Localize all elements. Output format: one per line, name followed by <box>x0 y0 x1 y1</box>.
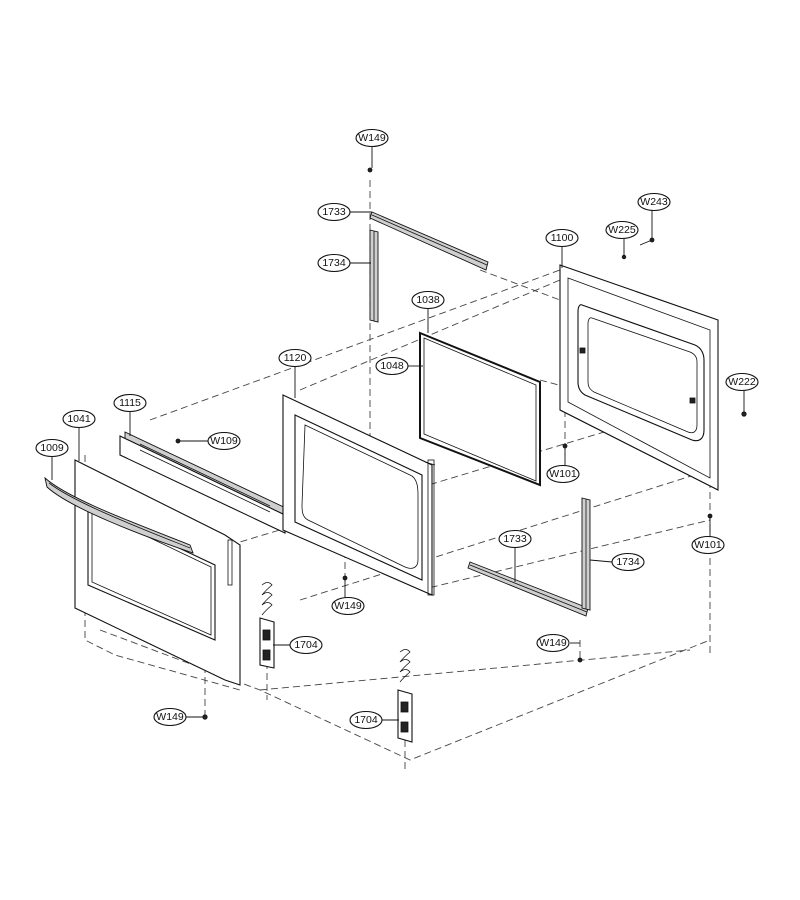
callout-label: 1038 <box>416 294 440 306</box>
callout-1733-bottom: 1733 <box>498 529 532 549</box>
bottom-glass-trim-horizontal[interactable] <box>467 561 589 617</box>
callout-w243: W243 <box>637 192 671 212</box>
callout-label: 1734 <box>322 257 346 269</box>
top-glass-trim-vertical[interactable] <box>369 229 379 323</box>
callout-label: 1120 <box>284 352 307 364</box>
callout-label: W101 <box>694 539 722 551</box>
callout-w222: W222 <box>725 372 759 392</box>
callout-label: W149 <box>358 132 386 144</box>
vent-trim-strip[interactable] <box>119 431 291 534</box>
callout-1704-a: 1704 <box>289 635 323 655</box>
door-hinge-right[interactable] <box>397 649 413 743</box>
door-handle[interactable] <box>44 476 194 554</box>
callout-1100: 1100 <box>545 228 579 248</box>
callout-w101-a: W101 <box>546 464 580 484</box>
door-window-glass[interactable] <box>419 331 541 487</box>
callout-w109: W109 <box>207 431 241 451</box>
callout-w149-top: W149 <box>355 128 389 148</box>
door-hinge-left[interactable] <box>259 582 275 669</box>
callout-1009: 1009 <box>35 438 69 458</box>
callout-label: W149 <box>334 600 362 612</box>
inner-door-frame[interactable] <box>282 394 436 596</box>
callout-w149-bottom: W149 <box>153 707 187 727</box>
callout-label: 1115 <box>119 397 141 409</box>
callout-w225: W225 <box>605 220 639 240</box>
callout-label: W225 <box>608 224 636 236</box>
callout-label: 1734 <box>616 556 640 568</box>
callout-label: W101 <box>549 468 577 480</box>
callout-1038: 1038 <box>411 290 445 310</box>
callout-1120: 1120 <box>278 348 312 368</box>
callout-label: W149 <box>539 637 567 649</box>
callout-label: W222 <box>728 376 756 388</box>
callout-1734-top: 1734 <box>317 253 351 273</box>
callout-1733-top: 1733 <box>317 202 351 222</box>
callout-label: 1009 <box>40 442 64 454</box>
callout-label: W109 <box>210 435 238 447</box>
callout-label: 1100 <box>551 232 574 244</box>
callout-label: 1704 <box>294 639 318 651</box>
callout-1734-bottom: 1734 <box>611 552 645 572</box>
door-liner-panel[interactable] <box>559 264 719 491</box>
callout-w149-mid: W149 <box>331 596 365 616</box>
callout-1041: 1041 <box>62 409 96 429</box>
callout-label: 1733 <box>503 533 527 545</box>
callout-1048: 1048 <box>375 356 409 376</box>
callout-w149-right: W149 <box>536 633 570 653</box>
callout-w101-b: W101 <box>691 535 725 555</box>
callout-1115: 1115 <box>113 393 147 413</box>
leader-lines <box>51 147 745 721</box>
top-glass-trim-horizontal[interactable] <box>369 211 489 271</box>
callout-1704-b: 1704 <box>349 710 383 730</box>
callout-label: 1733 <box>322 206 346 218</box>
callout-label: 1048 <box>380 360 404 372</box>
callout-label: 1704 <box>354 714 378 726</box>
bottom-glass-trim-vertical[interactable] <box>581 497 591 611</box>
callout-label: W149 <box>156 711 184 723</box>
callout-label: 1041 <box>67 413 91 425</box>
screws <box>175 167 747 720</box>
callout-label: W243 <box>640 196 668 208</box>
